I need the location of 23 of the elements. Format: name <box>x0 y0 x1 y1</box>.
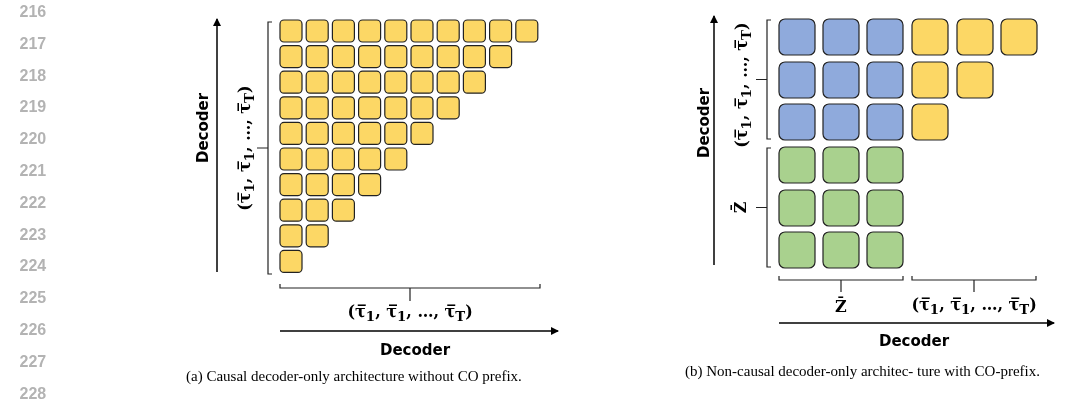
line-number: 223 <box>19 225 47 244</box>
line-number: 218 <box>19 66 47 85</box>
sequence-label: (τ̅$_{1}$, τ̅$_{1}$, …, τ̅$_{T}$) <box>911 295 1037 318</box>
sequence-label: (τ̅$_{1}$, τ̅$_{1}$, …, τ̅$_{T}$) <box>347 302 473 325</box>
line-number: 216 <box>19 3 47 21</box>
line-number: 225 <box>19 289 47 308</box>
axis-label: Decoder <box>695 87 714 159</box>
line-number: 221 <box>19 162 47 180</box>
line-number: 219 <box>19 98 47 117</box>
line-number: 222 <box>19 193 47 212</box>
sequence-label: Z̄ <box>835 296 847 316</box>
axis-label: Decoder <box>194 92 213 164</box>
caption: (b) Non-causal decoder-only architec- ture with CO-prefix. <box>685 362 1041 381</box>
axis-label: Decoder <box>380 341 451 359</box>
line-number: 228 <box>19 384 47 403</box>
line-number: 227 <box>19 352 47 371</box>
line-number: 220 <box>19 130 47 149</box>
line-number: 217 <box>19 34 47 53</box>
line-number: 224 <box>19 257 47 276</box>
axis-label: Decoder <box>879 332 950 350</box>
sequence-label: Z̄ <box>731 201 751 213</box>
caption: (a) Causal decoder-only architecture without CO prefix. <box>186 367 523 386</box>
line-number: 226 <box>19 321 47 339</box>
